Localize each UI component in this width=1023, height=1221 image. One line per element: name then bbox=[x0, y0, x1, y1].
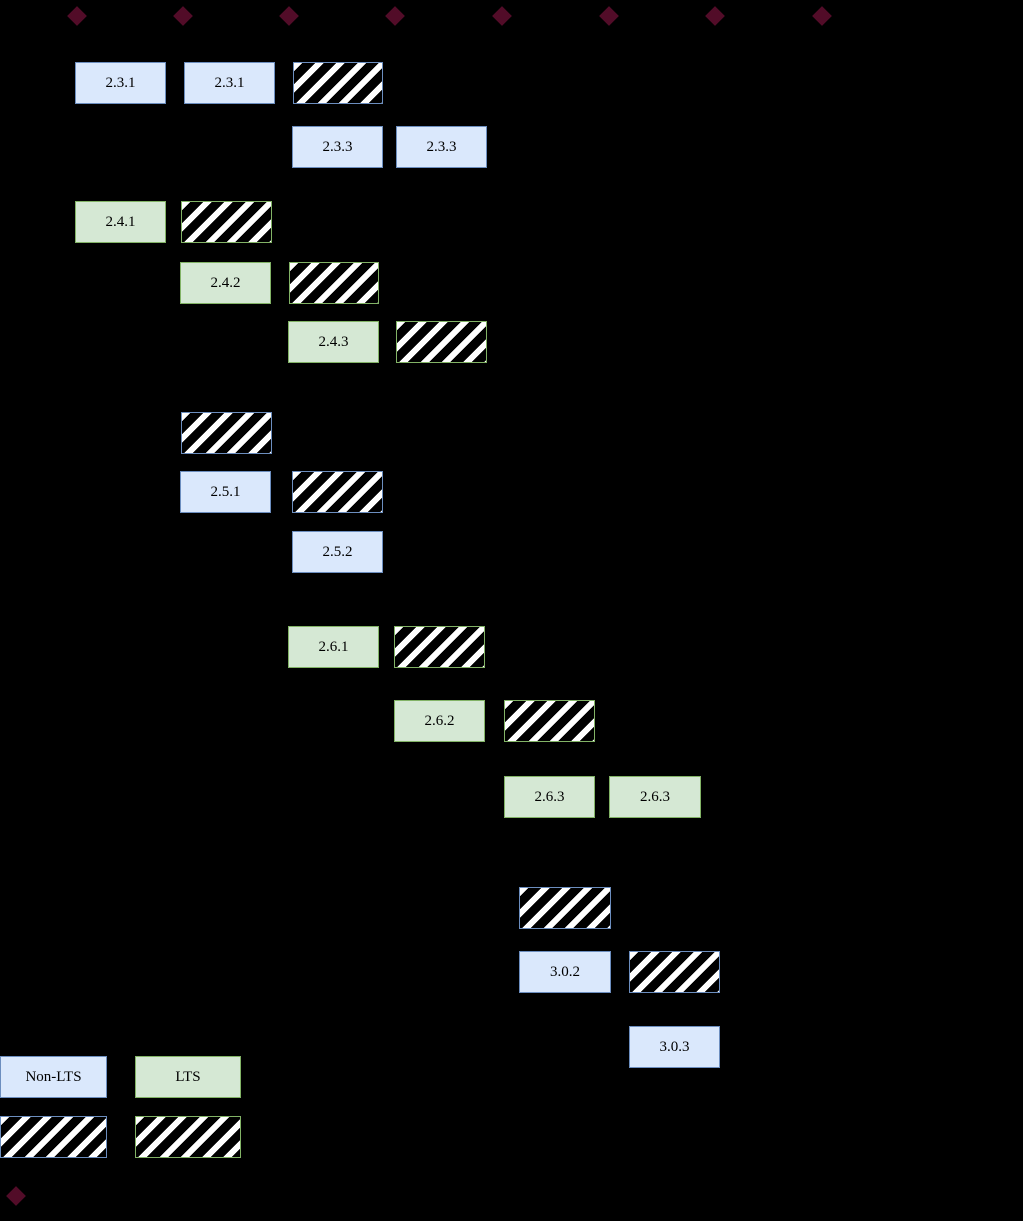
lts-eol-hatched-box bbox=[289, 262, 379, 304]
timeline-milestone-diamond-icon bbox=[173, 6, 193, 26]
version-box-2.4.3: 2.4.3 bbox=[288, 321, 379, 363]
non-lts-eol-hatched-box bbox=[293, 62, 383, 104]
version-box-2.4.2: 2.4.2 bbox=[180, 262, 271, 304]
legend-lts-hatched-box bbox=[135, 1116, 241, 1158]
version-box-2.5.1: 2.5.1 bbox=[180, 471, 271, 513]
timeline-milestone-diamond-icon bbox=[279, 6, 299, 26]
legend-lts-box: LTS bbox=[135, 1056, 241, 1098]
non-lts-eol-hatched-box bbox=[629, 951, 720, 993]
version-box-2.3.1: 2.3.1 bbox=[184, 62, 275, 104]
lts-eol-hatched-box bbox=[396, 321, 487, 363]
non-lts-eol-hatched-box bbox=[181, 412, 272, 454]
non-lts-eol-hatched-box bbox=[292, 471, 383, 513]
version-box-2.6.2: 2.6.2 bbox=[394, 700, 485, 742]
version-box-2.3.1: 2.3.1 bbox=[75, 62, 166, 104]
version-box-2.5.2: 2.5.2 bbox=[292, 531, 383, 573]
lts-eol-hatched-box bbox=[504, 700, 595, 742]
version-box-2.6.3: 2.6.3 bbox=[609, 776, 701, 818]
timeline-milestone-diamond-icon bbox=[67, 6, 87, 26]
version-box-2.6.3: 2.6.3 bbox=[504, 776, 595, 818]
version-box-3.0.2: 3.0.2 bbox=[519, 951, 611, 993]
timeline-milestone-diamond-icon bbox=[385, 6, 405, 26]
version-box-2.3.3: 2.3.3 bbox=[292, 126, 383, 168]
lts-eol-hatched-box bbox=[394, 626, 485, 668]
timeline-milestone-diamond-icon bbox=[705, 6, 725, 26]
timeline-milestone-diamond-icon bbox=[812, 6, 832, 26]
version-box-2.6.1: 2.6.1 bbox=[288, 626, 379, 668]
legend-milestone-diamond-icon bbox=[6, 1186, 26, 1206]
version-box-3.0.3: 3.0.3 bbox=[629, 1026, 720, 1068]
non-lts-eol-hatched-box bbox=[519, 887, 611, 929]
timeline-milestone-diamond-icon bbox=[599, 6, 619, 26]
legend-lts-label: LTS bbox=[175, 1068, 201, 1085]
lts-eol-hatched-box bbox=[181, 201, 272, 243]
legend-non-lts-label: Non-LTS bbox=[25, 1068, 82, 1085]
version-box-2.3.3: 2.3.3 bbox=[396, 126, 487, 168]
legend-non-lts-box: Non-LTS bbox=[0, 1056, 107, 1098]
version-box-2.4.1: 2.4.1 bbox=[75, 201, 166, 243]
timeline-milestone-diamond-icon bbox=[492, 6, 512, 26]
legend-non-lts-hatched-box bbox=[0, 1116, 107, 1158]
